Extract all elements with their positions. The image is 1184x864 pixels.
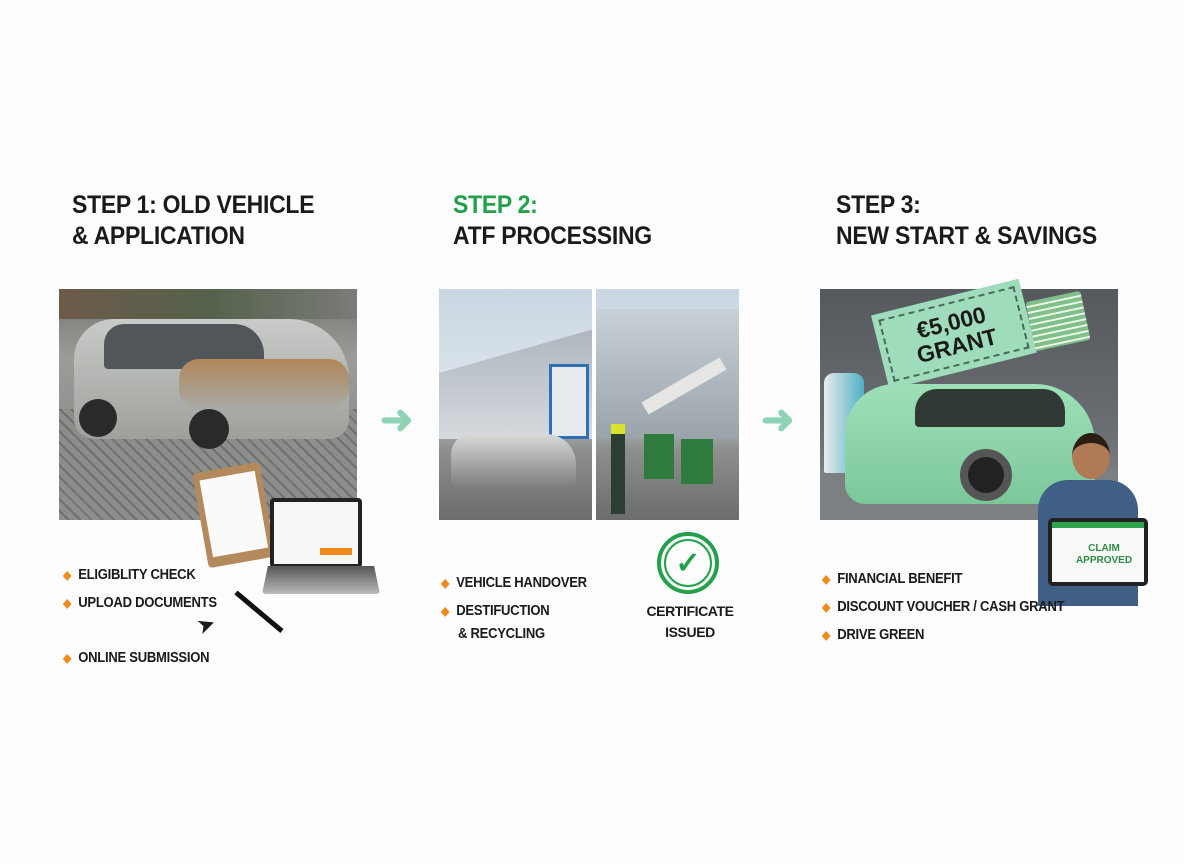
step3-bullet: ◆ DRIVE GREEN [822,624,924,647]
diamond-bullet-icon: ◆ [441,604,450,618]
step2-title-line2: ATF PROCESSING [453,222,652,250]
person-illustration [1072,433,1110,479]
step3-title-line2: NEW START & SAVINGS [836,222,1097,250]
diamond-bullet-icon: ◆ [822,600,831,614]
tablet-claim-approved: CLAIM APPROVED [1048,518,1148,586]
bullet-text: DRIVE GREEN [837,627,925,643]
diamond-bullet-icon: ◆ [822,628,831,642]
tablet-text-2: APPROVED [1075,555,1133,566]
step3-bullet: ◆ DISCOUNT VOUCHER / CASH GRANT [822,596,1065,619]
step2-title-line1: STEP 2: [453,191,538,219]
check-circle-icon: ✓ [657,532,719,594]
laptop-illustration [270,498,362,568]
pen-illustration [234,590,284,633]
step1-bullet: ◆ ELIGIBLITY CHECK [63,564,196,587]
step1-title-line2: & APPLICATION [72,222,245,250]
bullet-text: UPLOAD DOCUMENTS [78,595,217,611]
badge-line2: ISSUED [665,624,715,640]
arrow-right-icon: ➜ [380,398,414,442]
step3-title: STEP 3: NEW START & SAVINGS [836,190,1097,252]
bullet-text: DESTIFUCTION [456,603,550,619]
step1-title: STEP 1: OLD VEHICLE & APPLICATION [72,190,315,252]
bullet-text: DISCOUNT VOUCHER / CASH GRANT [837,599,1065,615]
arrow-right-icon: ➜ [761,398,795,442]
diamond-bullet-icon: ◆ [441,576,450,590]
bullet-text: & RECYCLING [458,626,545,642]
bullet-text: ONLINE SUBMISSION [78,650,210,666]
step2-bullet: ◆ VEHICLE HANDOVER [441,572,587,595]
diamond-bullet-icon: ◆ [63,568,72,582]
step3-title-line1: STEP 3: [836,191,921,219]
step1-title-line1: STEP 1: OLD VEHICLE [72,191,315,219]
step2-bullet-cont: & RECYCLING [458,623,545,646]
diamond-bullet-icon: ◆ [63,651,72,665]
step3-bullet: ◆ FINANCIAL BENEFIT [822,568,962,591]
step2-bullet: ◆ DESTIFUCTION [441,600,550,623]
old-vehicle-photo [59,289,357,520]
diamond-bullet-icon: ◆ [63,596,72,610]
step2-title: STEP 2: ATF PROCESSING [453,190,652,252]
step1-bullet: ◆ ONLINE SUBMISSION [63,647,210,670]
certificate-issued-label: CERTIFICATE ISSUED [640,601,740,643]
bullet-text: VEHICLE HANDOVER [456,575,587,591]
diamond-bullet-icon: ◆ [822,572,831,586]
badge-line1: CERTIFICATE [646,603,734,619]
step1-bullet: ◆ UPLOAD DOCUMENTS [63,592,217,615]
tablet-text-1: CLAIM [1088,543,1120,554]
bullet-text: FINANCIAL BENEFIT [837,571,963,587]
bullet-text: ELIGIBLITY CHECK [78,567,196,583]
atf-processing-photo [439,289,739,520]
